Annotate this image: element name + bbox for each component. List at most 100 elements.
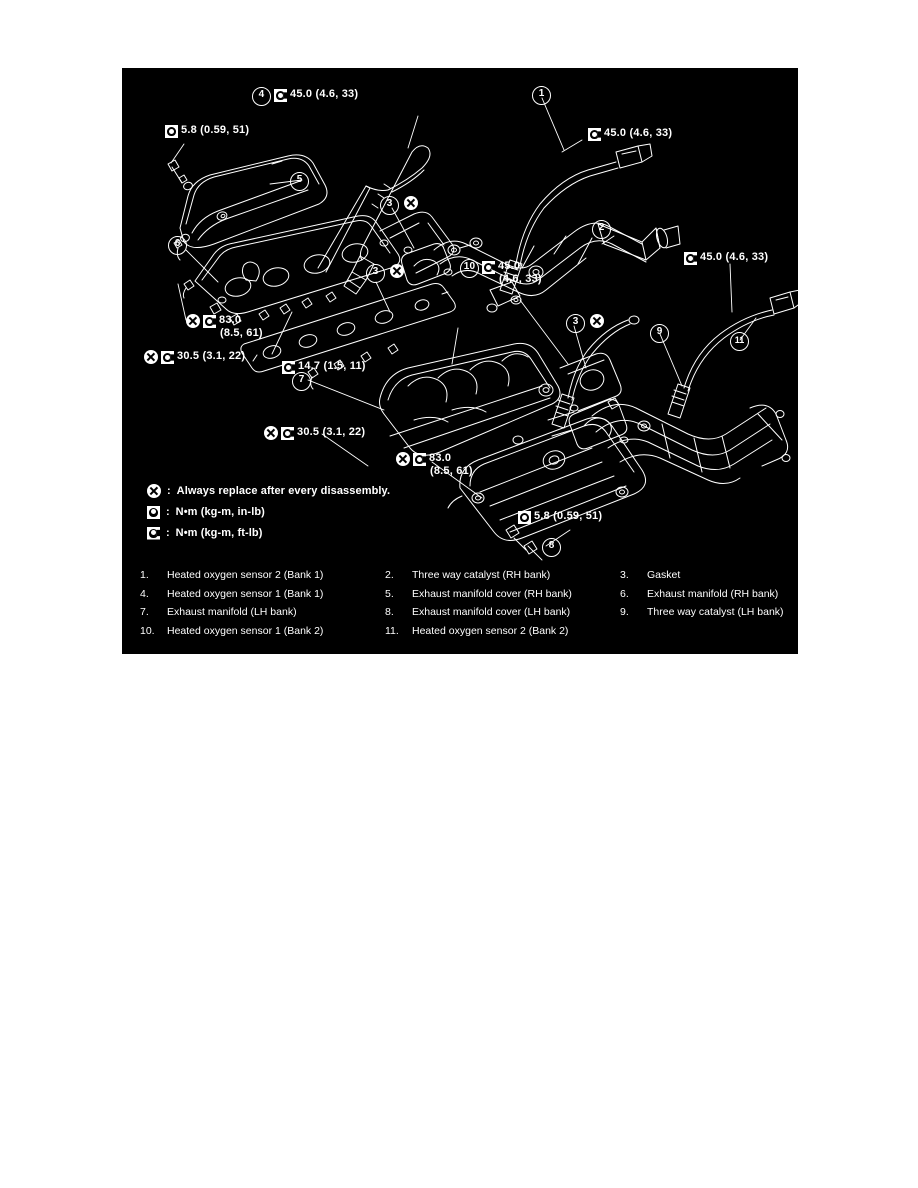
part-name: Exhaust manifold cover (RH bank) <box>412 587 572 600</box>
torque-value: 45.0 (4.6, 33) <box>700 251 769 263</box>
balloon-6: 6 <box>168 236 187 255</box>
torque-value-line1: 45.0 <box>498 260 521 272</box>
legend-row-ft-lb: : N•m (kg-m, ft-lb) <box>147 522 567 543</box>
exhaust-system-diagram-panel: 4 45.0 (4.6, 33) 5.8 (0.59, 51) 45.0 (4.… <box>122 68 798 654</box>
part-name: Exhaust manifold (RH bank) <box>647 587 779 600</box>
torque-ft-lb-icon <box>161 351 174 364</box>
part-item-11: 11. Heated oxygen sensor 2 (Bank 2) <box>385 622 620 641</box>
torque-ft-lb-icon <box>684 252 697 265</box>
parts-row: 1. Heated oxygen sensor 2 (Bank 1) 2. Th… <box>140 566 790 585</box>
torque-callout-58-lower: 5.8 (0.59, 51) <box>518 510 602 524</box>
parts-row: 7. Exhaust manifold (LH bank) 8. Exhaust… <box>140 603 790 622</box>
legend-label: N•m (kg-m, ft-lb) <box>175 526 263 539</box>
torque-ft-lb-icon <box>482 261 495 274</box>
part-item-6: 6. Exhaust manifold (RH bank) <box>620 585 798 604</box>
balloon-7: 7 <box>292 372 311 391</box>
part-item-5: 5. Exhaust manifold cover (RH bank) <box>385 585 620 604</box>
replace-x-icon-gasket-c <box>590 314 604 328</box>
part-item-3: 3. Gasket <box>620 566 798 585</box>
torque-in-lb-icon <box>165 125 178 138</box>
part-name: Heated oxygen sensor 2 (Bank 1) <box>167 569 324 581</box>
torque-ft-lb-icon <box>282 361 295 374</box>
torque-callout-83-lower: 83.0 (8.5, 61) <box>396 452 473 478</box>
legend-separator: : <box>166 505 170 518</box>
replace-x-icon <box>264 426 278 440</box>
torque-value-line1: 83.0 <box>429 452 452 464</box>
balloon-10-inline: 10 <box>460 259 479 278</box>
part-number <box>620 622 647 641</box>
part-number: 11. <box>385 624 399 637</box>
gasket-fasteners <box>308 344 398 389</box>
part-item-2: 2. Three way catalyst (RH bank) <box>385 566 620 585</box>
part-item-8: 8. Exhaust manifold cover (LH bank) <box>385 603 620 622</box>
torque-value: 30.5 (3.1, 22) <box>297 426 366 438</box>
torque-callout-147: 14.7 (1.5, 11) <box>282 360 366 374</box>
torque-ft-lb-icon <box>147 526 160 540</box>
legend-label: Always replace after every disassembly. <box>176 484 391 497</box>
part-name: Three way catalyst (RH bank) <box>412 569 551 581</box>
balloon-3b: 3 <box>366 264 385 283</box>
part-item-4: 4. Heated oxygen sensor 1 (Bank 1) <box>140 585 385 604</box>
part-name: Heated oxygen sensor 1 (Bank 2) <box>167 624 324 637</box>
exhaust-manifold-rh <box>195 212 482 313</box>
part-item-empty <box>620 622 798 641</box>
part-name: Heated oxygen sensor 2 (Bank 2) <box>412 624 569 637</box>
part-number: 6. <box>620 587 629 600</box>
part-number: 4. <box>140 587 149 600</box>
leader-lines <box>171 98 756 560</box>
gasket-lh-outlet <box>560 353 621 411</box>
torque-value: 30.5 (3.1, 22) <box>177 350 246 362</box>
torque-ft-lb-icon <box>588 128 601 141</box>
exhaust-manifold-cover-rh <box>180 155 327 248</box>
part-number: 3. <box>620 569 629 581</box>
torque-callout-83-upper: 83.0 (8.5, 61) <box>186 314 263 340</box>
balloon-8: 8 <box>542 538 561 557</box>
legend-row-in-lb: : N•m (kg-m, in-lb) <box>147 501 567 522</box>
legend-row-replace: : Always replace after every disassembly… <box>147 480 567 501</box>
balloon-4-inline: 4 <box>252 87 271 106</box>
part-item-7: 7. Exhaust manifold (LH bank) <box>140 603 385 622</box>
heated-oxygen-sensor-2-bank1 <box>500 144 652 294</box>
exhaust-manifold-gasket-rh <box>241 284 455 373</box>
manifold-studs-rh <box>174 240 336 325</box>
part-name: Gasket <box>647 569 681 581</box>
part-number: 5. <box>385 587 394 600</box>
torque-value: 45.0 (4.6, 33) <box>604 127 673 139</box>
replace-x-icon <box>186 314 200 328</box>
torque-ft-lb-icon <box>281 427 294 440</box>
part-name: Exhaust manifold (LH bank) <box>167 606 297 618</box>
torque-callout-45-mid-right: 45.0 (4.6, 33) <box>684 251 768 265</box>
part-number: 2. <box>385 569 394 581</box>
part-number: 1. <box>140 569 149 581</box>
part-number: 7. <box>140 606 149 618</box>
torque-value-line1: 83.0 <box>219 314 242 326</box>
legend: : Always replace after every disassembly… <box>147 480 567 543</box>
replace-x-icon <box>147 483 161 498</box>
part-number: 9. <box>620 606 629 618</box>
torque-callout-305-lower: 30.5 (3.1, 22) <box>264 426 365 440</box>
torque-callout-305-upper: 30.5 (3.1, 22) <box>144 350 245 364</box>
part-item-1: 1. Heated oxygen sensor 2 (Bank 1) <box>140 566 385 585</box>
cover-bolt-lower <box>506 525 537 554</box>
heated-oxygen-sensor-1-bank2 <box>552 316 639 428</box>
part-name: Heated oxygen sensor 1 (Bank 1) <box>167 587 324 600</box>
parts-row: 4. Heated oxygen sensor 1 (Bank 1) 5. Ex… <box>140 585 790 604</box>
heated-oxygen-sensor-1-bank1 <box>318 146 430 294</box>
torque-value-line2: (8.5, 61) <box>220 327 263 339</box>
replace-x-icon <box>396 452 410 466</box>
legend-separator: : <box>166 526 170 539</box>
torque-ft-lb-icon <box>203 315 216 328</box>
torque-in-lb-icon <box>518 511 531 524</box>
legend-separator: : <box>167 484 171 497</box>
part-item-10: 10. Heated oxygen sensor 1 (Bank 2) <box>140 622 385 641</box>
balloon-11: 11 <box>730 332 749 351</box>
part-number: 10. <box>140 624 155 637</box>
legend-label: N•m (kg-m, in-lb) <box>175 505 265 518</box>
torque-callout-45-mid-center: 10 45.0 (4.6, 33) <box>460 259 542 286</box>
balloon-5: 5 <box>290 172 309 191</box>
parts-list: 1. Heated oxygen sensor 2 (Bank 1) 2. Th… <box>140 566 790 640</box>
torque-callout-45-top-right: 45.0 (4.6, 33) <box>588 127 672 141</box>
exhaust-manifold-lh <box>380 343 561 455</box>
balloon-3c: 3 <box>566 314 585 333</box>
torque-value: 14.7 (1.5, 11) <box>298 360 366 372</box>
